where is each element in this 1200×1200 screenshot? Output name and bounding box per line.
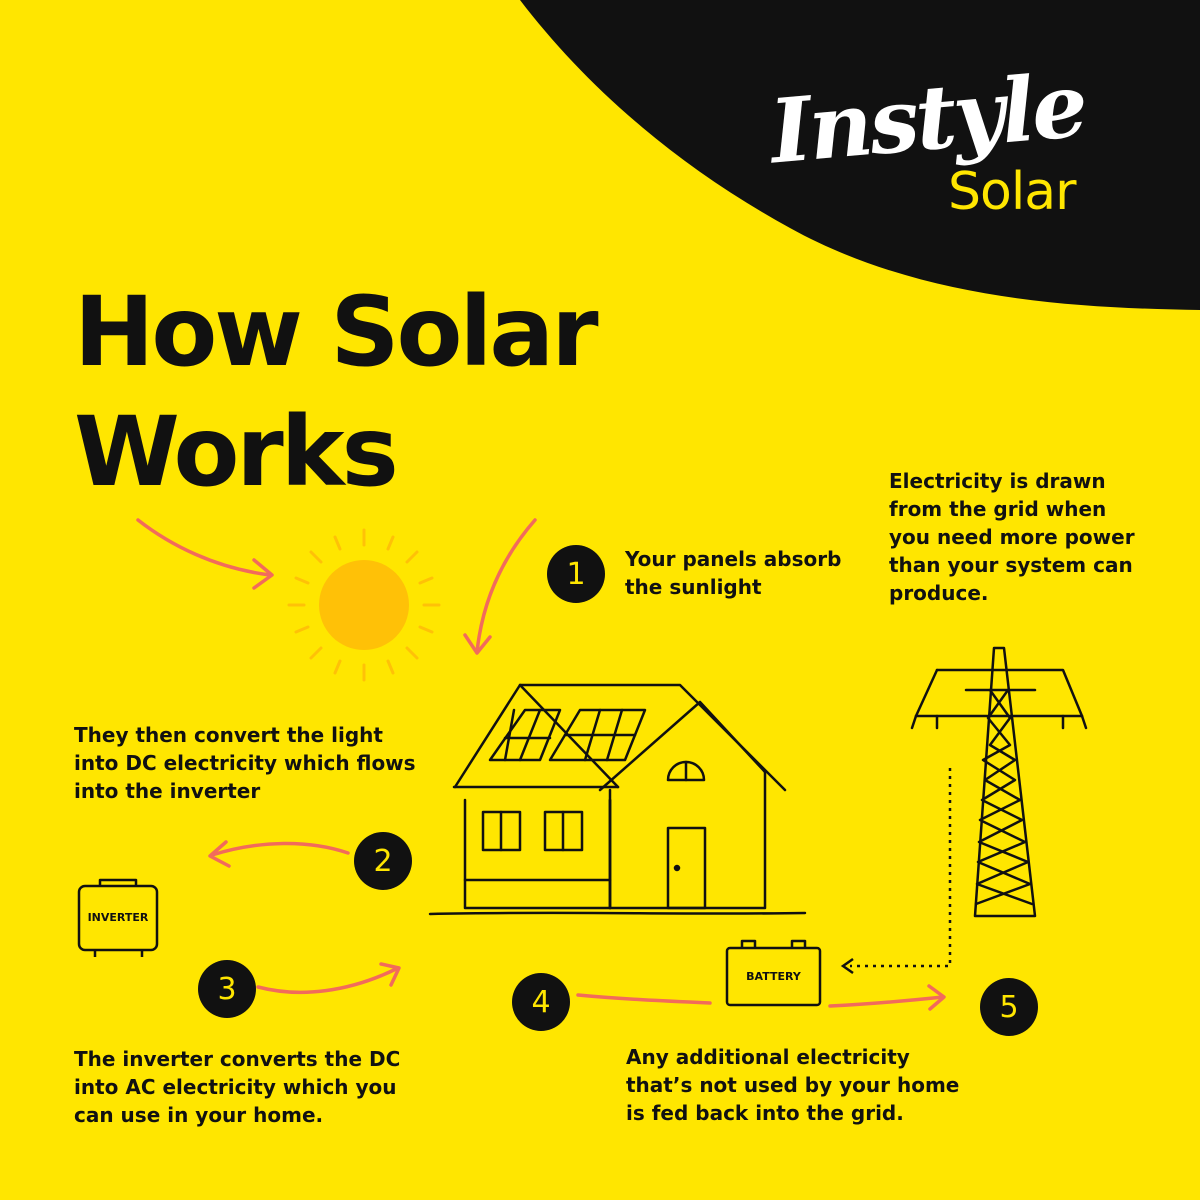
step-5-text: Electricity is drawn from the grid when … — [889, 469, 1135, 605]
title-line-1: How Solar — [74, 276, 599, 388]
title-line-2: Works — [74, 396, 399, 508]
page-title: How Solar Works — [74, 272, 599, 512]
step-5-badge: 5 — [980, 978, 1038, 1036]
arrow-to-inverter — [208, 840, 350, 868]
sun-icon — [287, 528, 441, 682]
step-3-text: The inverter converts the DC into AC ele… — [74, 1047, 401, 1127]
step-1-badge: 1 — [547, 545, 605, 603]
step-3-badge: 3 — [198, 960, 256, 1018]
logo-background-blob — [520, 0, 1200, 310]
step-2-badge: 2 — [354, 832, 412, 890]
logo-subtitle: Solar — [948, 162, 1077, 222]
arrow-to-home — [256, 962, 401, 995]
house-icon — [428, 683, 807, 916]
step-1-text: Your panels absorb the sunlight — [625, 547, 842, 599]
arrow-into-sun — [136, 518, 274, 590]
power-pylon-icon — [910, 646, 1088, 918]
grid-supply-line — [850, 768, 952, 968]
inverter-label: INVERTER — [87, 911, 149, 924]
arrow-to-grid — [828, 984, 946, 1011]
battery-icon — [725, 939, 822, 1007]
step-4-badge: 4 — [512, 973, 570, 1031]
solar-panel-icon — [488, 708, 562, 762]
step-4-text: Any additional electricity that’s not us… — [626, 1045, 960, 1125]
inverter-icon — [77, 878, 159, 957]
grid-supply-arrowhead — [840, 957, 854, 975]
solar-panel-icon — [548, 708, 647, 762]
arrow-sun-to-roof — [463, 518, 537, 655]
arrow-battery-link — [576, 993, 712, 1005]
battery-label: BATTERY — [746, 970, 801, 983]
step-2-text: They then convert the light into DC elec… — [74, 723, 416, 803]
